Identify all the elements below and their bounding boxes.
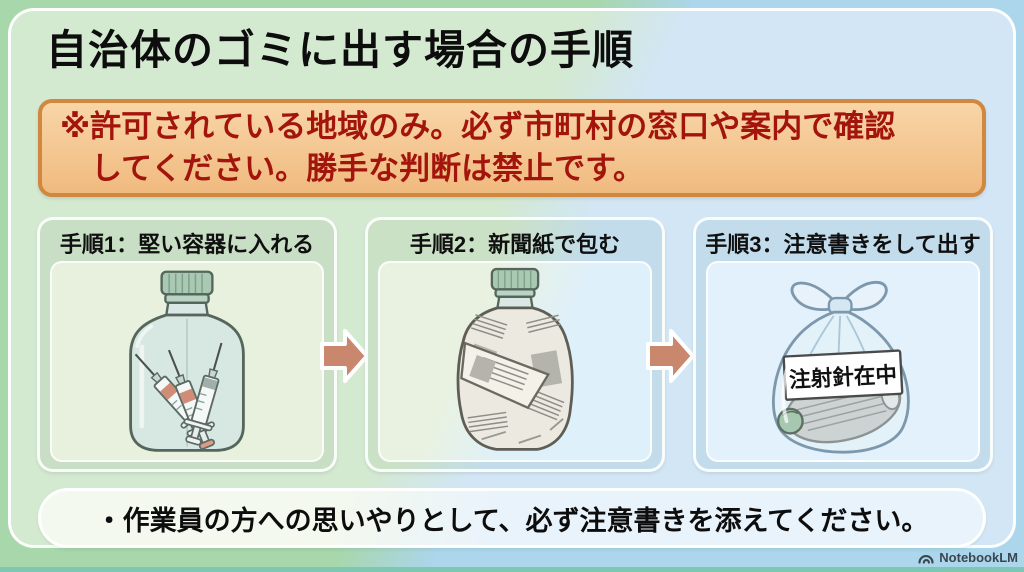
step-1-image-frame <box>50 261 324 462</box>
warning-line-1: ※許可されている地域のみ。必ず市町村の窓口や案内で確認 <box>60 109 896 144</box>
step-3-label: 手順3：注意書きをして出す <box>705 232 981 257</box>
warning-line-2: してください。勝手な判断は禁止です。 <box>91 151 645 186</box>
newspaper-wrapped-bottle-illustration <box>456 267 574 451</box>
step-1-panel: 手順1：堅い容器に入れる <box>37 217 337 472</box>
footer-note-text: ・作業員の方への思いやりとして、必ず注意書きを添えてください。 <box>95 505 929 536</box>
warning-text: ※許可されている地域のみ。必ず市町村の窓口や案内で確認 してください。勝手な判断… <box>60 106 895 190</box>
notebooklm-watermark: NotebookLM <box>917 550 1018 565</box>
step-1-label: 手順1：堅い容器に入れる <box>59 232 315 257</box>
step-2-label: 手順2：新聞紙で包む <box>409 232 621 257</box>
tied-bag-with-label-illustration: 注射針在中 <box>771 281 910 454</box>
step-2-image-frame <box>378 261 652 462</box>
syringes-in-bottle-illustration <box>129 270 245 452</box>
bag-warning-label-text: 注射針在中 <box>788 362 897 393</box>
bottom-edge-strip <box>0 567 1024 572</box>
arrow-right-icon <box>646 329 695 383</box>
arrow-right-icon <box>320 329 369 383</box>
notebooklm-logo-icon <box>918 554 934 564</box>
step-3-image-frame: 注射針在中 <box>706 261 980 462</box>
step-2-panel: 手順2：新聞紙で包む <box>365 217 665 472</box>
watermark-text: NotebookLM <box>939 550 1018 565</box>
warning-banner: ※許可されている地域のみ。必ず市町村の窓口や案内で確認 してください。勝手な判断… <box>38 99 986 197</box>
page-title: 自治体のゴミに出す場合の手順 <box>46 27 634 73</box>
step-3-panel: 手順3：注意書きをして出す <box>693 217 993 472</box>
footer-note: ・作業員の方への思いやりとして、必ず注意書きを添えてください。 <box>38 488 986 548</box>
